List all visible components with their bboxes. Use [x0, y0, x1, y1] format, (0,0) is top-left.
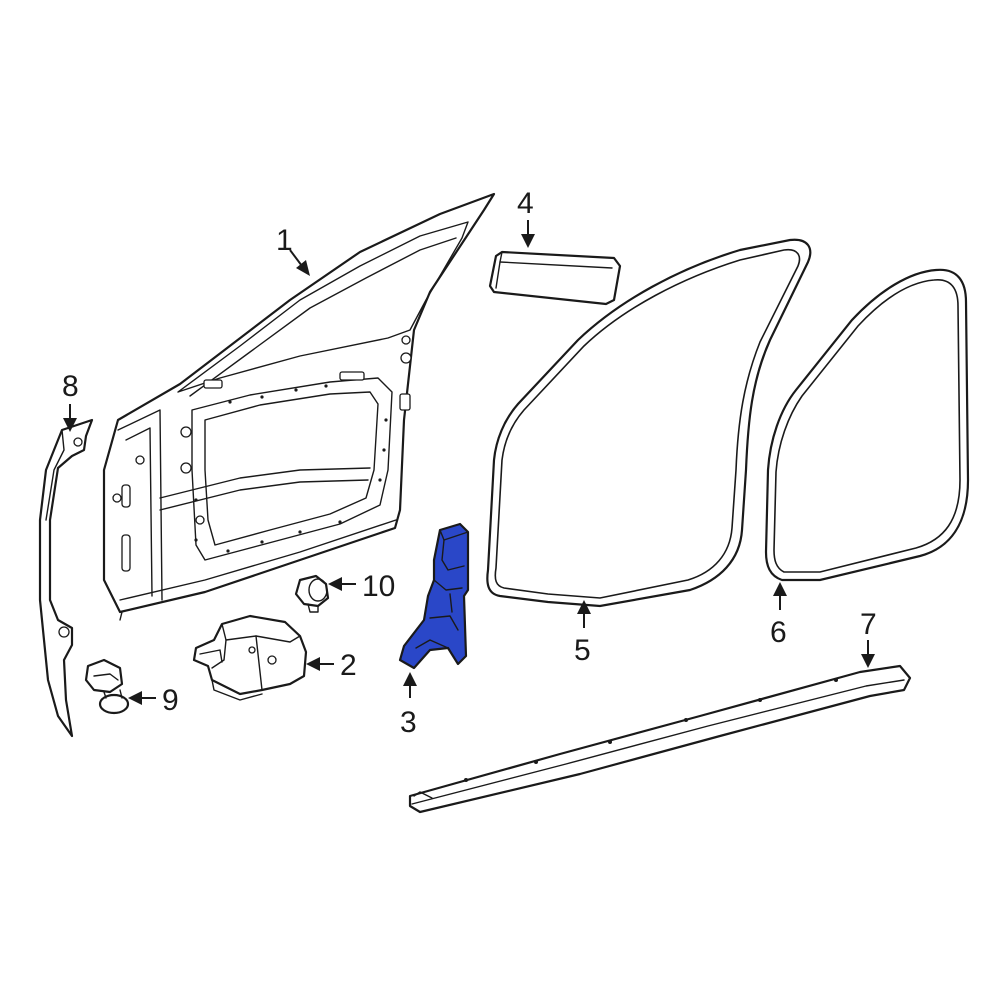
callout-10: 10	[362, 570, 395, 603]
callout-9: 9	[162, 684, 179, 717]
part-1-door-shell[interactable]	[102, 192, 496, 621]
callout-5: 5	[574, 634, 591, 667]
part-8-weatherstrip[interactable]	[38, 418, 94, 738]
part-4-pad[interactable]	[488, 250, 622, 306]
part-6-body-seal[interactable]	[764, 268, 970, 582]
part-5-door-seal[interactable]	[486, 238, 812, 608]
callout-7: 7	[860, 608, 877, 641]
part-2-bracket[interactable]	[192, 614, 308, 701]
callout-3: 3	[400, 706, 417, 739]
callout-8: 8	[62, 370, 79, 403]
callout-6: 6	[770, 616, 787, 649]
callout-2: 2	[340, 649, 357, 682]
part-10-plug[interactable]	[294, 574, 330, 613]
callout-arrows	[63, 220, 875, 705]
callout-4: 4	[517, 187, 534, 220]
part-3-highlighted-trim[interactable]	[398, 522, 470, 670]
callout-1: 1	[276, 224, 293, 257]
part-7-sill-strip[interactable]	[408, 664, 912, 814]
part-9-clip[interactable]	[84, 658, 130, 715]
